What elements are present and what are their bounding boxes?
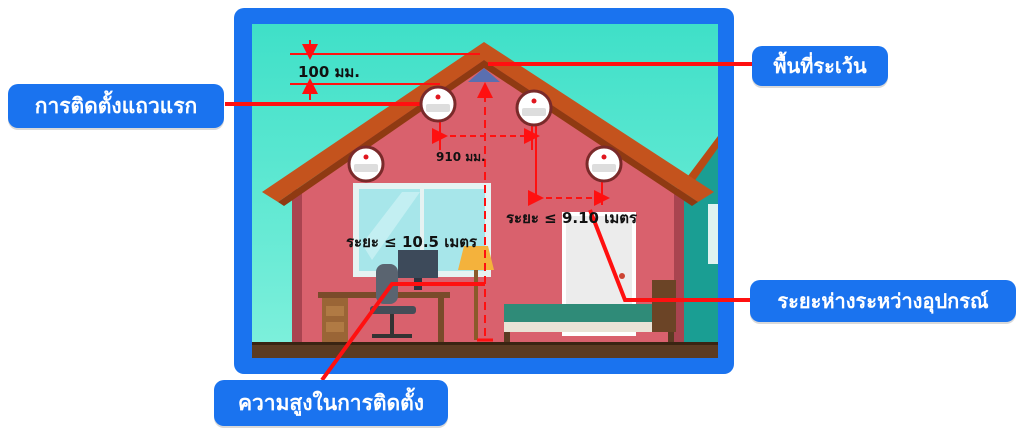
smoke-detector-icon: [585, 145, 623, 183]
install-height-callout: ความสูงในการติดตั้ง: [214, 380, 448, 426]
leader-install-height: [320, 282, 485, 382]
smoke-detector-icon: [419, 85, 457, 123]
height-limit-label: ระยะ ≤ 10.5 เมตร: [346, 233, 478, 251]
center-gap-label: 910 มม.: [436, 150, 486, 164]
attic-vent: [468, 68, 500, 82]
monitor: [398, 250, 438, 278]
office-chair: [376, 264, 398, 304]
smoke-detector-icon: [515, 89, 553, 127]
exclusion-zone-callout: พื้นที่ระเว้น: [752, 46, 888, 86]
house-illustration: [252, 42, 718, 358]
device-spacing-callout: ระยะห่างระหว่างอุปกรณ์: [750, 280, 1016, 322]
floor: [252, 342, 718, 358]
first-row-install-callout: การติดตั้งแถวแรก: [8, 84, 224, 128]
spacing-limit-label: ระยะ ≤ 9.10 เมตร: [506, 209, 638, 227]
leader-device-spacing: [588, 209, 752, 302]
top-gap-label: 100 มม.: [298, 63, 361, 81]
bed: [504, 304, 674, 322]
smoke-detector-icon: [347, 145, 385, 183]
